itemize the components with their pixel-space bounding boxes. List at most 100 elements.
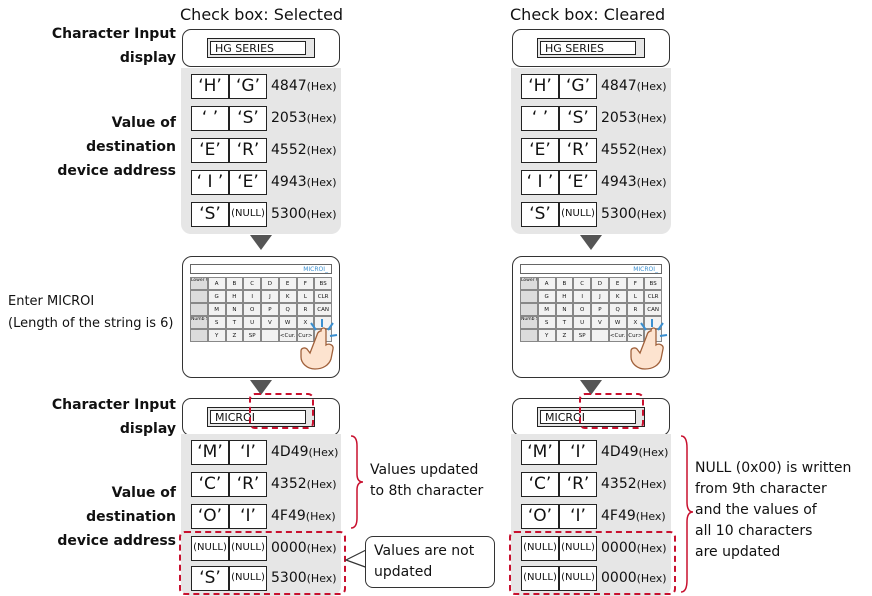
- value-row: ‘S’ (NULL) 5300(Hex): [511, 199, 671, 231]
- key[interactable]: K: [608, 290, 627, 303]
- key[interactable]: C: [243, 277, 261, 290]
- char-cell: ‘E’: [191, 138, 229, 163]
- key[interactable]: S: [207, 316, 226, 329]
- key[interactable]: L: [626, 290, 645, 303]
- key[interactable]: [190, 303, 208, 316]
- key[interactable]: R: [626, 303, 645, 316]
- key[interactable]: A: [207, 277, 226, 290]
- keypad-selected[interactable]: MICROI_ Lower Case A B C D E F BS G H I …: [182, 256, 340, 378]
- key[interactable]: J: [591, 290, 609, 303]
- key[interactable]: V: [591, 316, 609, 329]
- value-row: ‘H’ ‘G’ 4847(Hex): [181, 71, 341, 103]
- key[interactable]: D: [591, 277, 609, 290]
- key[interactable]: Lower Case: [520, 277, 538, 290]
- key[interactable]: BS: [314, 277, 332, 290]
- key[interactable]: [520, 329, 538, 342]
- key[interactable]: O: [573, 303, 591, 316]
- key[interactable]: CAN: [644, 303, 662, 316]
- key[interactable]: T: [555, 316, 574, 329]
- key[interactable]: B: [225, 277, 244, 290]
- char-cell: (NULL): [559, 536, 597, 561]
- key[interactable]: <Cur.: [278, 329, 297, 342]
- key[interactable]: X: [296, 316, 315, 329]
- key[interactable]: Cur>: [296, 329, 315, 342]
- hex-value: 4552(Hex): [271, 142, 337, 158]
- key[interactable]: BS: [644, 277, 662, 290]
- key[interactable]: [591, 329, 609, 342]
- key[interactable]: J: [261, 290, 279, 303]
- key[interactable]: G: [207, 290, 226, 303]
- key[interactable]: A: [537, 277, 556, 290]
- key[interactable]: S: [537, 316, 556, 329]
- key[interactable]: U: [573, 316, 591, 329]
- key[interactable]: T: [225, 316, 244, 329]
- key[interactable]: L: [296, 290, 315, 303]
- char-cell: ‘I’: [229, 440, 267, 465]
- key[interactable]: [520, 290, 538, 303]
- key[interactable]: Y: [537, 329, 556, 342]
- key[interactable]: I: [243, 290, 261, 303]
- key[interactable]: [520, 303, 538, 316]
- key[interactable]: H: [555, 290, 574, 303]
- value-row: ‘O’ ‘I’ 4F49(Hex): [181, 501, 341, 533]
- key[interactable]: W: [608, 316, 627, 329]
- key[interactable]: Z: [555, 329, 574, 342]
- key[interactable]: [190, 329, 208, 342]
- device-values-cleared-after: ‘M’ ‘I’ 4D49(Hex) ‘C’ ‘R’ 4352(Hex) ‘O’ …: [511, 434, 671, 596]
- hex-value: 4F49(Hex): [271, 508, 336, 524]
- key[interactable]: CLR: [644, 290, 662, 303]
- key[interactable]: Numb Sign: [190, 316, 208, 329]
- key[interactable]: O: [243, 303, 261, 316]
- key[interactable]: U: [243, 316, 261, 329]
- hex-value: 4F49(Hex): [601, 508, 666, 524]
- key[interactable]: R: [296, 303, 315, 316]
- key[interactable]: I: [573, 290, 591, 303]
- display-text: HG SERIES: [540, 41, 636, 55]
- key[interactable]: H: [225, 290, 244, 303]
- display-text: MICROI: [210, 410, 306, 424]
- key[interactable]: <Cur.: [608, 329, 627, 342]
- key[interactable]: [190, 290, 208, 303]
- hex-value: 4847(Hex): [601, 78, 667, 94]
- key[interactable]: Cur>: [626, 329, 645, 342]
- key[interactable]: X: [626, 316, 645, 329]
- key[interactable]: E: [278, 277, 297, 290]
- key[interactable]: E: [608, 277, 627, 290]
- down-arrow-icon: [580, 235, 602, 250]
- key[interactable]: Q: [608, 303, 627, 316]
- key[interactable]: W: [278, 316, 297, 329]
- key[interactable]: Y: [207, 329, 226, 342]
- key[interactable]: F: [296, 277, 315, 290]
- key[interactable]: Z: [225, 329, 244, 342]
- key[interactable]: P: [261, 303, 279, 316]
- key[interactable]: B: [555, 277, 574, 290]
- key[interactable]: D: [261, 277, 279, 290]
- key[interactable]: C: [573, 277, 591, 290]
- key[interactable]: V: [261, 316, 279, 329]
- key[interactable]: M: [537, 303, 556, 316]
- key[interactable]: [261, 329, 279, 342]
- key[interactable]: Numb Sign: [520, 316, 538, 329]
- key[interactable]: P: [591, 303, 609, 316]
- value-row: ‘S’ (NULL) 5300(Hex): [181, 563, 341, 595]
- key[interactable]: M: [207, 303, 226, 316]
- char-cell: ‘R’: [229, 472, 267, 497]
- key[interactable]: SP: [573, 329, 591, 342]
- keypad-display: MICROI_: [190, 264, 332, 274]
- key[interactable]: CLR: [314, 290, 332, 303]
- key[interactable]: K: [278, 290, 297, 303]
- key[interactable]: SP: [243, 329, 261, 342]
- key[interactable]: CAN: [314, 303, 332, 316]
- char-cell: ‘C’: [191, 472, 229, 497]
- char-cell: (NULL): [229, 536, 267, 561]
- key[interactable]: G: [537, 290, 556, 303]
- key[interactable]: F: [626, 277, 645, 290]
- keypad-cleared[interactable]: MICROI_ Lower Case A B C D E F BS G H I …: [512, 256, 670, 378]
- key[interactable]: N: [225, 303, 244, 316]
- down-arrow-icon: [580, 380, 602, 395]
- key[interactable]: Lower Case: [190, 277, 208, 290]
- key[interactable]: Q: [278, 303, 297, 316]
- key[interactable]: N: [555, 303, 574, 316]
- hex-value: 0000(Hex): [601, 570, 667, 586]
